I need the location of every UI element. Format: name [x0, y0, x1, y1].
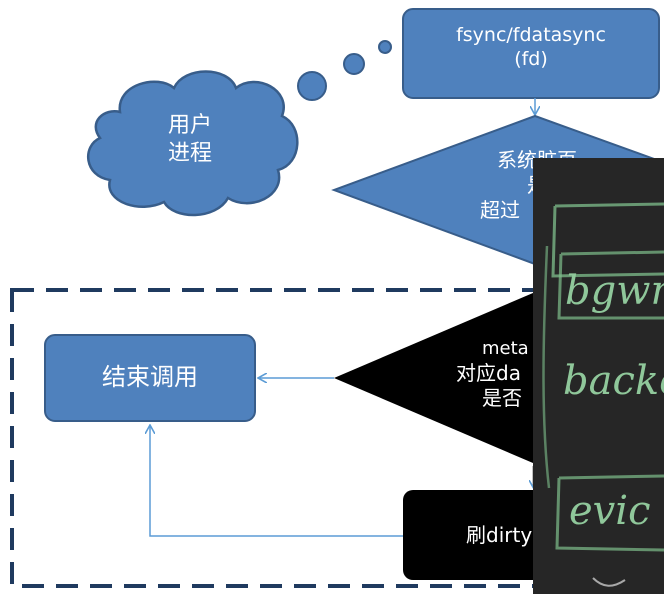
end-call-box [44, 334, 256, 422]
fsync-box-line1: fsync/fdatasync [456, 24, 606, 46]
user-process-label: 用户 进程 [130, 112, 250, 167]
arrow-flush-to-end [150, 426, 403, 537]
fsync-box-line2: (fd) [514, 47, 548, 70]
dirty-page-check-line3: 超过 [480, 198, 520, 222]
thought-dot-small [378, 40, 392, 54]
user-process-cloud [86, 70, 299, 217]
thought-dot-large [297, 71, 327, 101]
metadata-check-line3: 是否 [482, 385, 522, 410]
metadata-check-label: meta 对应da 是否 [440, 338, 580, 411]
metadata-check-line1: meta [482, 338, 529, 359]
end-call-label: 结束调用 [102, 363, 198, 391]
fsync-box [402, 8, 660, 99]
thought-dot-medium [343, 53, 365, 75]
flush-box-label: 刷dirty [466, 523, 533, 547]
user-process-line1: 用户 [167, 113, 212, 138]
flush-box [403, 490, 573, 580]
user-process-line2: 进程 [167, 140, 212, 166]
fsync-box-label: fsync/fdatasync (fd) [403, 24, 659, 72]
chalk-word-1: bgwr [565, 268, 664, 314]
metadata-check-line2: 对应da [456, 360, 521, 385]
chalk-word-3: evic [569, 488, 651, 534]
